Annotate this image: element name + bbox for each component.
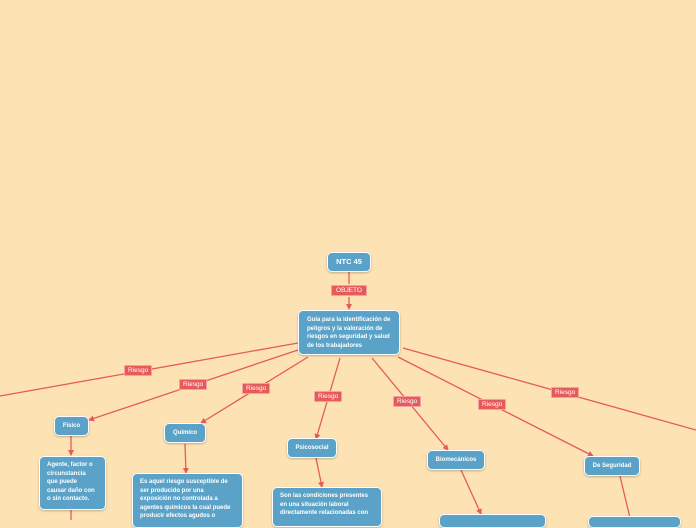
category-biomecanicos[interactable]: Biomecánicos	[427, 450, 485, 470]
riesgo-label-offscreen-right: Riesgo	[551, 387, 580, 398]
description-de-seguridad[interactable]	[588, 516, 681, 528]
objective-node[interactable]: Guía para la identificación de peligros …	[298, 310, 400, 355]
description-psicosocial[interactable]: Son las condiciones presentes en una sit…	[272, 487, 382, 527]
category-de-seguridad[interactable]: De Seguridad	[584, 456, 640, 476]
description-fisico[interactable]: Agente, factor o circunstancia que puede…	[39, 456, 106, 510]
root-node[interactable]: NTC 45	[327, 252, 371, 272]
riesgo-label-fisico: Riesgo	[179, 379, 208, 390]
connector-biomecanicos-desc	[460, 469, 482, 515]
connector-right-offscreen	[402, 347, 696, 431]
description-biomecanicos[interactable]	[439, 514, 546, 528]
category-psicosocial[interactable]: Psicosocial	[287, 438, 337, 458]
category-quimico[interactable]: Químico	[164, 423, 206, 443]
connector-quimico-desc	[182, 443, 189, 474]
connector-psicosocial-desc	[315, 457, 324, 488]
connector-seguridad-desc	[619, 475, 631, 519]
category-fisico[interactable]: Físico	[54, 416, 89, 436]
riesgo-label-offscreen-left: Riesgo	[124, 365, 153, 376]
riesgo-label-quimico: Riesgo	[242, 383, 271, 394]
riesgo-label-psicosocial: Riesgo	[314, 391, 343, 402]
riesgo-label-seguridad: Riesgo	[478, 399, 507, 410]
riesgo-label-biomecanicos: Riesgo	[393, 396, 422, 407]
objeto-link-label: OBJETO	[331, 285, 367, 296]
description-quimico[interactable]: Es aquel riesgo susceptible de ser produ…	[132, 473, 243, 528]
